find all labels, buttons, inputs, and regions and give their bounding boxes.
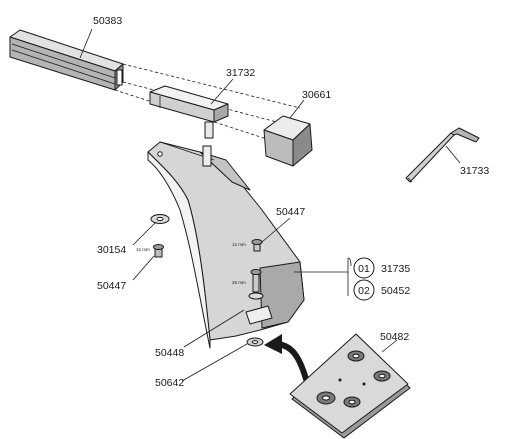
label-end-cap: 30661 bbox=[302, 89, 331, 101]
bolt-12mm-foot bbox=[251, 239, 263, 252]
option-02-badge: 02 bbox=[353, 279, 375, 301]
size-label-25mm: 25 mm bbox=[232, 280, 246, 285]
bolt-12mm bbox=[153, 244, 164, 258]
lower-washer bbox=[246, 337, 264, 347]
washer bbox=[150, 214, 170, 224]
option-01-code: 01 bbox=[358, 263, 370, 275]
assembly-arrow bbox=[264, 334, 311, 389]
load-bar bbox=[9, 29, 301, 141]
leader-lines bbox=[79, 28, 461, 382]
option-02-code: 02 bbox=[358, 285, 370, 297]
size-label-12mm-foot: 12 mm bbox=[232, 242, 246, 247]
label-bolt-25mm: 50448 bbox=[155, 347, 184, 359]
option-01-badge: 01 bbox=[353, 257, 375, 279]
foot-body bbox=[147, 141, 305, 349]
label-bar-insert: 31732 bbox=[226, 67, 255, 79]
label-washer: 30154 bbox=[97, 244, 126, 256]
label-bolt-upper: 50447 bbox=[276, 206, 305, 218]
label-allen-key: 31733 bbox=[460, 165, 489, 177]
bolt-25mm bbox=[248, 269, 264, 300]
footpad bbox=[289, 333, 411, 439]
label-bar: 50383 bbox=[93, 15, 122, 27]
bar-insert bbox=[149, 85, 229, 139]
size-label-12mm-left: 12 mm bbox=[136, 247, 150, 252]
label-option-01-part: 31735 bbox=[381, 263, 410, 275]
label-footpad: 50482 bbox=[380, 331, 409, 343]
allen-key bbox=[405, 127, 480, 183]
label-bolt-12mm: 50447 bbox=[97, 280, 126, 292]
label-lower-washer: 50642 bbox=[155, 377, 184, 389]
label-option-02-part: 50452 bbox=[381, 285, 410, 297]
end-cap bbox=[263, 115, 313, 167]
